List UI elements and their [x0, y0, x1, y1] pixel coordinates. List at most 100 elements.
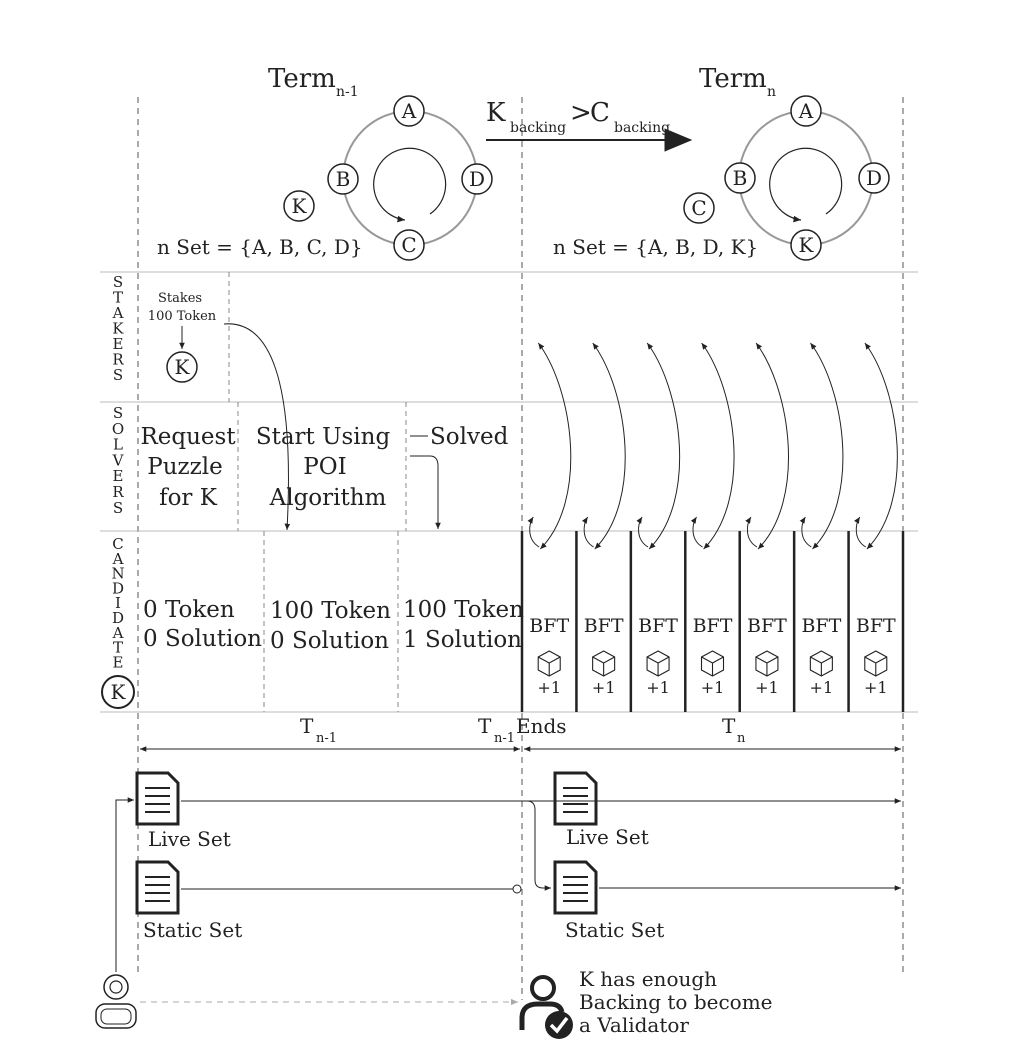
- svg-text:0 Solution: 0 Solution: [270, 628, 389, 654]
- validator-user-check-icon: [519, 975, 573, 1039]
- node-outside: C: [683, 192, 715, 224]
- candidate-user-icon: [95, 974, 137, 1029]
- bft-block: BFT +1: [581, 342, 626, 697]
- svg-text:>: >: [570, 98, 592, 128]
- svg-text:Static Set: Static Set: [143, 918, 242, 942]
- svg-text:K: K: [799, 233, 815, 257]
- svg-text:K has enough: K has enough: [579, 967, 717, 991]
- bft-label: BFT: [693, 615, 733, 637]
- bft-reward: +1: [701, 678, 725, 697]
- svg-text:K: K: [486, 98, 506, 128]
- bft-label: BFT: [584, 615, 624, 637]
- stake-flow-arrow: [223, 323, 291, 531]
- bft-up-arrow: [581, 516, 594, 548]
- bft-block: BFT+1: [636, 342, 681, 697]
- svg-text:D: D: [469, 167, 485, 191]
- svg-text:for K: for K: [159, 485, 218, 511]
- vertical-guides: [137, 97, 904, 1000]
- candidate-lane: 0 Token 0 Solution 100 Token 0 Solution …: [143, 531, 524, 712]
- rotation-arrow-icon: [373, 147, 447, 223]
- cube-icon: [864, 650, 888, 677]
- bft-reward: +1: [864, 678, 888, 697]
- live-set-left-document-icon: [135, 771, 180, 826]
- svg-text:Backing to become: Backing to become: [579, 990, 773, 1014]
- svg-text:Stakes: Stakes: [158, 291, 202, 306]
- bft-block: BFT+1: [527, 342, 572, 697]
- svg-text:C: C: [590, 98, 610, 128]
- svg-text:T: T: [300, 714, 314, 738]
- bft-up-arrow: [854, 516, 867, 548]
- svg-text:B: B: [336, 167, 351, 191]
- svg-text:Start Using: Start Using: [256, 424, 391, 450]
- static-set-right-document-icon: [553, 860, 598, 915]
- sets: Live Set Static Set Live Set Static Se: [115, 771, 901, 972]
- bft-label: BFT: [638, 615, 678, 637]
- bft-reward: +1: [537, 678, 561, 697]
- bft-up-arrow: [745, 516, 758, 548]
- svg-text:Live Set: Live Set: [148, 827, 231, 851]
- node-outside: K: [283, 190, 315, 222]
- cube-icon: [755, 650, 779, 677]
- stake-link-arrow: [537, 342, 572, 550]
- svg-text:K: K: [111, 680, 127, 704]
- term-next: Term n A B K D C n Set = {A, B, D, K}: [553, 64, 890, 261]
- solved-flow-arrow: [410, 455, 441, 529]
- term-prev: Term n-1 A B C D K n Set = {A, B, C, D}: [157, 64, 493, 261]
- bft-label: BFT: [801, 615, 841, 637]
- svg-text:backing: backing: [510, 120, 566, 136]
- node-k: K: [790, 229, 822, 261]
- rotation-arrow-icon: [769, 147, 843, 223]
- svg-text:Solved: Solved: [430, 424, 509, 450]
- cube-icon: [646, 650, 670, 677]
- static-set-left-document-icon: [135, 860, 180, 915]
- svg-text:Ends: Ends: [516, 714, 567, 738]
- cube-icon: [809, 650, 833, 677]
- node-b: B: [724, 162, 756, 194]
- bft-label: BFT: [747, 615, 787, 637]
- live-set-right-document-icon: [553, 771, 598, 826]
- stake-link-arrow: [755, 342, 789, 550]
- set-next-label: n Set = {A, B, D, K}: [553, 235, 758, 259]
- svg-text:C: C: [691, 196, 706, 220]
- svg-text:POI: POI: [303, 454, 346, 480]
- bft-block: BFT +1: [799, 342, 844, 697]
- term-prev-label: Term: [268, 64, 336, 94]
- svg-text:100 Token: 100 Token: [403, 597, 524, 623]
- svg-text:a Validator: a Validator: [579, 1013, 689, 1037]
- node-d: D: [461, 163, 493, 195]
- stake-link-arrow: [810, 342, 844, 550]
- svg-text:backing: backing: [614, 120, 670, 136]
- svg-text:D: D: [866, 166, 882, 190]
- node-c: C: [393, 229, 425, 261]
- svg-text:Algorithm: Algorithm: [269, 485, 387, 511]
- bft-reward: +1: [810, 678, 834, 697]
- timeline: T n-1 T n-1 Ends T n: [140, 714, 901, 752]
- validator-note: K has enough Backing to become a Validat…: [579, 967, 773, 1037]
- svg-text:K: K: [292, 194, 308, 218]
- term-next-sub: n: [767, 84, 776, 100]
- svg-text:100 Token: 100 Token: [270, 598, 391, 624]
- set-prev-label: n Set = {A, B, C, D}: [157, 235, 363, 259]
- svg-text:A: A: [401, 99, 417, 123]
- bft-reward: +1: [592, 678, 616, 697]
- svg-text:T: T: [478, 714, 492, 738]
- node-a: A: [790, 95, 822, 127]
- svg-text:100 Token: 100 Token: [148, 309, 217, 324]
- svg-text:n: n: [737, 731, 746, 746]
- bft-block: BFT +1: [690, 342, 735, 697]
- stake-link-arrow: [864, 342, 898, 550]
- stake-link-arrow: [646, 342, 681, 550]
- transition: K backing > C backing: [486, 98, 693, 152]
- stake-link-arrow: [592, 342, 626, 550]
- svg-text:n-1: n-1: [494, 731, 515, 746]
- bft-up-arrow: [799, 516, 812, 548]
- bft-label: BFT: [856, 615, 896, 637]
- svg-text:A: A: [798, 99, 814, 123]
- solvers-lane: Request Puzzle for K Start Using POI Alg…: [140, 402, 509, 531]
- term-prev-sub: n-1: [336, 84, 359, 100]
